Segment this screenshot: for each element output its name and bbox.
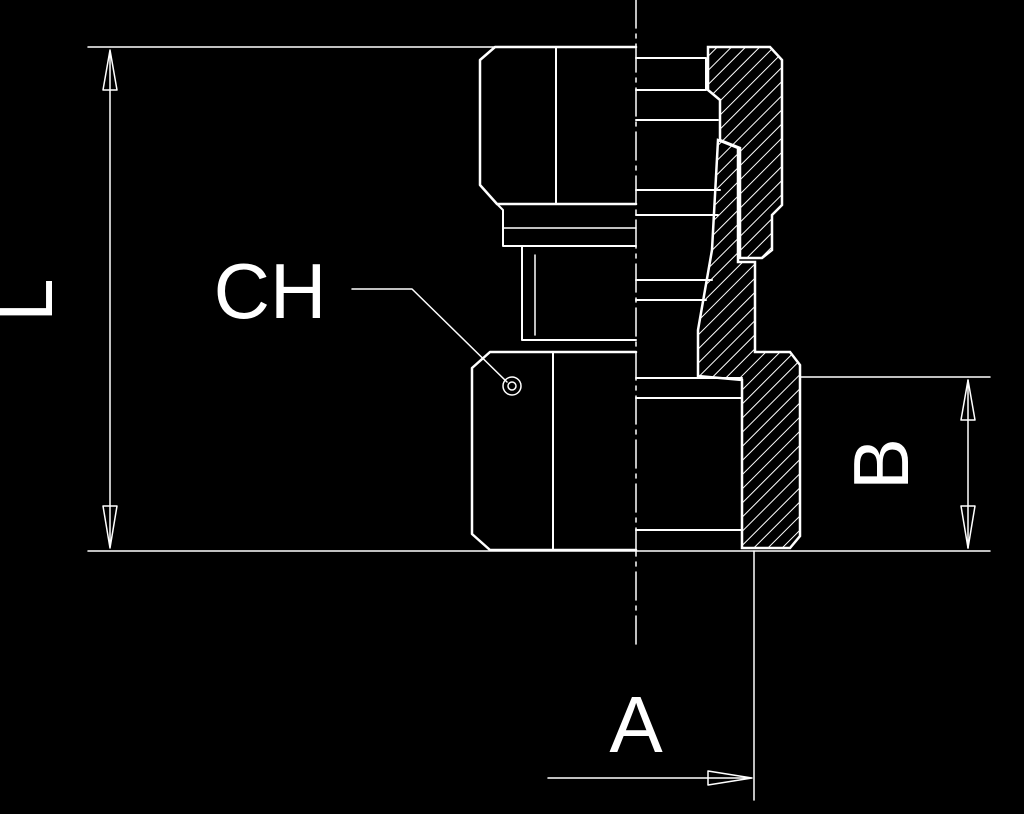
upper-nut-exterior: [478, 45, 638, 247]
dimension-b: [960, 379, 976, 549]
lower-body-exterior: [470, 350, 638, 552]
dimension-b-label: B: [837, 438, 925, 490]
dimension-l: [102, 49, 118, 549]
hex-leader-dot: [502, 376, 522, 396]
dimension-l-label: L: [0, 278, 69, 321]
hex-label: CH: [214, 247, 327, 335]
dimension-a-label: A: [609, 680, 663, 769]
upper-nut-section: [635, 45, 784, 260]
hex-leader-line: [351, 288, 508, 383]
lower-body-section: [635, 138, 802, 550]
neck-exterior: [521, 245, 637, 341]
dimension-a: [547, 770, 753, 786]
